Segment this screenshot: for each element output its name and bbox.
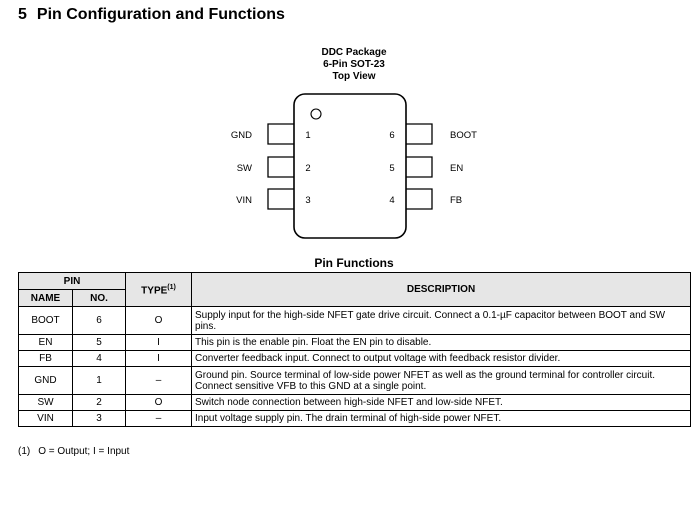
package-caption: DDC Package 6-Pin SOT-23 Top View — [254, 47, 454, 83]
header-type: TYPE(1) — [125, 272, 193, 307]
footnote-ref: (1) — [18, 446, 31, 457]
cell-no: 3 — [71, 410, 127, 427]
cell-type: O — [125, 394, 193, 411]
table-row: SW 2 O Switch node connection between hi… — [18, 394, 692, 411]
pin-number-left: 3 — [305, 195, 310, 206]
cell-name: GND — [18, 366, 73, 395]
section-title: Pin Configuration and Functions — [36, 6, 285, 23]
table-row: GND 1 – Ground pin. Source terminal of l… — [18, 366, 692, 395]
pin-number-right: 6 — [389, 130, 394, 141]
pin-functions-table: PIN TYPE(1) DESCRIPTION NAME NO. BOOT 6 … — [17, 272, 692, 427]
pin-label-right: BOOT — [450, 130, 477, 141]
cell-name: EN — [18, 334, 73, 351]
cell-no: 1 — [71, 366, 127, 395]
header-pin: PIN — [17, 272, 127, 290]
cell-type: – — [125, 410, 193, 427]
package-diagram: GND SW VIN 1 2 3 6 5 4 BOOT EN FB — [231, 93, 477, 239]
pin-number-right: 4 — [389, 195, 394, 206]
cell-type: I — [125, 350, 193, 367]
section-heading: 5 Pin Configuration and Functions — [18, 6, 285, 24]
footnote-text: O = Output; I = Input — [38, 446, 130, 457]
pin-label-right: FB — [450, 195, 462, 206]
section-number: 5 — [18, 6, 27, 23]
pin-pad — [267, 156, 294, 178]
cell-type: O — [125, 306, 193, 335]
cell-name: SW — [18, 394, 73, 411]
cell-no: 4 — [71, 350, 127, 367]
pin-pad — [406, 123, 433, 145]
cell-description: Switch node connection between high-side… — [191, 394, 692, 411]
table-subheader-row: NAME NO. — [18, 289, 691, 307]
cell-description: This pin is the enable pin. Float the EN… — [191, 334, 692, 351]
table-row: VIN 3 – Input voltage supply pin. The dr… — [18, 410, 692, 427]
header-no: NO. — [71, 289, 127, 307]
pin-pad — [267, 123, 294, 145]
cell-description: Converter feedback input. Connect to out… — [191, 350, 692, 367]
header-name: NAME — [18, 289, 73, 307]
cell-description: Ground pin. Source terminal of low-side … — [191, 366, 692, 395]
pin-label-left: SW — [237, 163, 252, 174]
package-caption-line: Top View — [332, 71, 376, 82]
cell-name: BOOT — [18, 306, 73, 335]
cell-name: VIN — [18, 410, 73, 427]
cell-no: 6 — [71, 306, 127, 335]
pin-number-left: 1 — [305, 130, 310, 141]
cell-type: – — [125, 366, 193, 395]
pin-pad — [267, 188, 294, 210]
table-row: FB 4 I Converter feedback input. Connect… — [18, 350, 692, 367]
table-row: EN 5 I This pin is the enable pin. Float… — [18, 334, 692, 351]
pin-label-left: GND — [231, 130, 252, 141]
cell-no: 2 — [71, 394, 127, 411]
package-caption-line: 6-Pin SOT-23 — [323, 59, 385, 70]
pin-pad — [406, 156, 433, 178]
header-description: DESCRIPTION — [191, 272, 692, 307]
header-type-label: TYPE — [141, 285, 168, 297]
pin-label-right: EN — [450, 163, 463, 174]
cell-type: I — [125, 334, 193, 351]
pin-number-left: 2 — [305, 163, 310, 174]
header-type-note: (1) — [167, 284, 176, 292]
cell-no: 5 — [71, 334, 127, 351]
table-header-row: PIN TYPE(1) DESCRIPTION — [17, 272, 692, 307]
footnote: (1) O = Output; I = Input — [18, 446, 129, 457]
table-title: Pin Functions — [314, 256, 394, 270]
pin1-marker-icon — [310, 108, 322, 120]
cell-description: Input voltage supply pin. The drain term… — [191, 410, 692, 427]
cell-name: FB — [18, 350, 73, 367]
package-caption-line: DDC Package — [321, 47, 387, 58]
table-row: BOOT 6 O Supply input for the high-side … — [18, 306, 692, 335]
pin-number-right: 5 — [389, 163, 394, 174]
pin-pad — [406, 188, 433, 210]
pin-label-left: VIN — [236, 195, 252, 206]
package-body — [293, 93, 407, 239]
cell-description: Supply input for the high-side NFET gate… — [191, 306, 692, 335]
